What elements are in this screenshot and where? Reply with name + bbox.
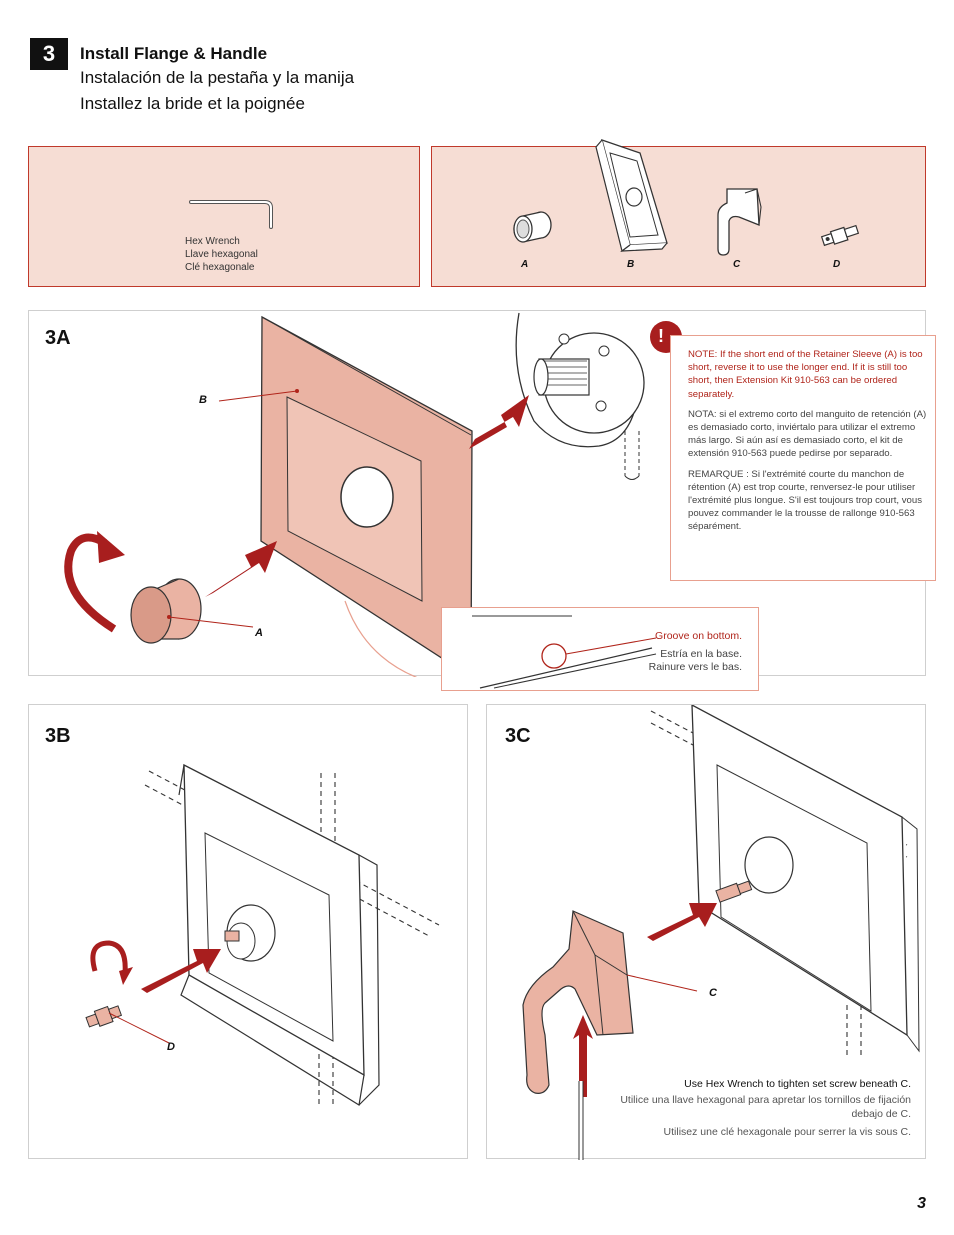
arrow-up-icon [573,1015,593,1097]
groove-en: Groove on bottom. [655,630,742,642]
valve-body-icon [515,312,645,480]
part-label-c: C [733,259,741,270]
part-label-a: A [521,259,529,270]
panel-3a: 3A [28,310,936,691]
panel-3a-illustration [64,312,682,677]
arrow-to-valve [469,395,529,449]
instr-fr: Utilisez une clé hexagonale pour serrer … [663,1126,911,1138]
rotate-arrow-icon [64,533,117,633]
arrow-to-stem [141,949,221,993]
step-title-en: Install Flange & Handle [80,44,268,63]
note-en: NOTE: If the short end of the Retainer S… [688,349,923,400]
flange-b-shape [260,315,473,677]
page-number: 3 [917,1195,926,1212]
callout-a: A [255,627,263,639]
tools-box: Hex Wrench Llave hexagonal Clé hexagonal… [28,146,420,287]
callout-c: C [709,987,717,999]
panel-3b-illustration [85,763,440,1106]
step-title-fr: Installez la bride et la poignée [80,94,305,113]
panel-3a-label: 3A [45,327,71,349]
panel-3b-label: 3B [45,725,71,747]
parts-box: A B C D [431,138,926,287]
arrow-to-stem [647,903,717,941]
instr-es: Utilice una llave hexagonal para apretar… [620,1094,911,1120]
arrow-to-flange [205,541,277,597]
hex-wrench-label-en: Hex Wrench [185,236,240,247]
hex-wrench-label-fr: Clé hexagonale [185,262,255,273]
groove-detail: Groove on bottom. Estría en la base. Rai… [441,607,759,691]
flange-icon [595,138,668,253]
groove-detail-drawing [472,615,657,689]
step-number-badge: 3 [30,38,68,70]
callout-b: B [199,394,207,406]
part-label-d: D [833,259,841,270]
handle-icon [717,188,762,256]
note-fr: REMARQUE : Si l'extrémité courte du manc… [688,468,923,533]
panel-3c-illustration [522,705,920,1160]
sleeve-a-shape [130,578,202,644]
part-label-b: B [627,259,635,270]
note-es: NOTA: si el extremo corto del manguito d… [688,408,927,460]
stem-highlight [224,930,240,942]
extension-adapter-icon [820,224,860,247]
rotate-arrow-icon [90,940,128,974]
instr-en: Use Hex Wrench to tighten set screw bene… [684,1078,911,1090]
installed-adapter-shape [715,880,753,903]
panel-3c-label: 3C [505,725,531,747]
warning-symbol: ! [658,326,664,346]
wrench-instructions: Use Hex Wrench to tighten set screw bene… [619,1077,911,1139]
hex-wrench-label-es: Llave hexagonal [185,249,258,260]
groove-highlight [541,643,567,669]
callout-d: D [167,1041,175,1053]
handle-c-shape [522,910,634,1094]
retainer-sleeve-icon [513,211,552,243]
groove-fr: Rainure vers le bas. [648,661,742,673]
hex-wrench-icon [189,200,273,229]
hex-wrench-label: Hex Wrench Llave hexagonal Clé hexagonal… [185,235,258,274]
retainer-note: NOTE: If the short end of the Retainer S… [670,335,936,581]
panel-3b: 3B D [28,704,468,1159]
groove-es: Estría en la base. [660,648,742,660]
panel-3c: 3C C Use Hex Wrench to tighten set screw… [486,704,926,1160]
step-title-es: Instalación de la pestaña y la manija [80,68,355,87]
